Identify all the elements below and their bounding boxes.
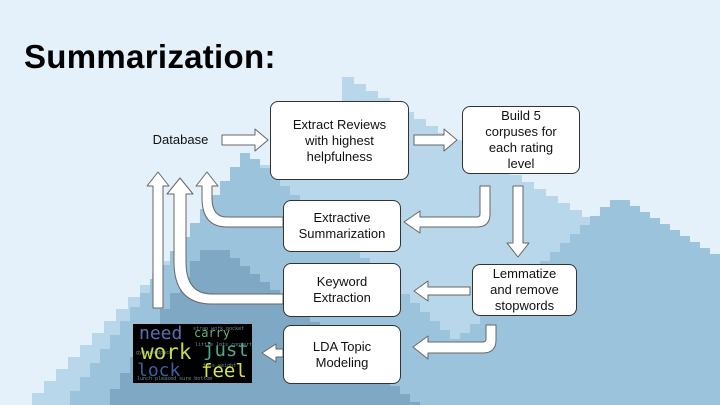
wc-word-just: just (203, 341, 249, 360)
node-extractive-summarization: Extractive Summarization (283, 200, 401, 252)
node-lemmatize: Lemmatize and remove stopwords (472, 264, 577, 316)
node-build-corpuses: Build 5 corpuses for each rating level (462, 106, 580, 174)
arrow-keyword-to-database (167, 178, 283, 304)
arrow-build-to-extractive (404, 186, 490, 233)
arrow-database-to-extract (222, 129, 268, 151)
arrow-wordcloud-to-database (147, 172, 169, 308)
wc-word-carry: carry (194, 327, 230, 339)
node-keyword-extraction: Keyword Extraction (283, 263, 401, 317)
arrow-extract-to-build (414, 129, 457, 151)
arrow-lda-to-wordcloud (262, 344, 283, 362)
arrow-lemmatize-to-keyword (414, 281, 470, 301)
arrow-lemmatize-to-lda (413, 325, 496, 359)
wc-word-lock: lock (137, 362, 180, 380)
arrow-build-to-lemmatize (507, 186, 529, 257)
arrow-extractive-to-database (196, 172, 283, 227)
node-database: Database (138, 122, 223, 158)
word-cloud-image: strap work pocket little lots convert gy… (133, 324, 252, 383)
node-extract-reviews: Extract Reviews with highest helpfulness (270, 101, 409, 180)
wc-word-feel: feel (201, 362, 247, 381)
node-lda-topic-modeling: LDA Topic Modeling (283, 325, 401, 384)
